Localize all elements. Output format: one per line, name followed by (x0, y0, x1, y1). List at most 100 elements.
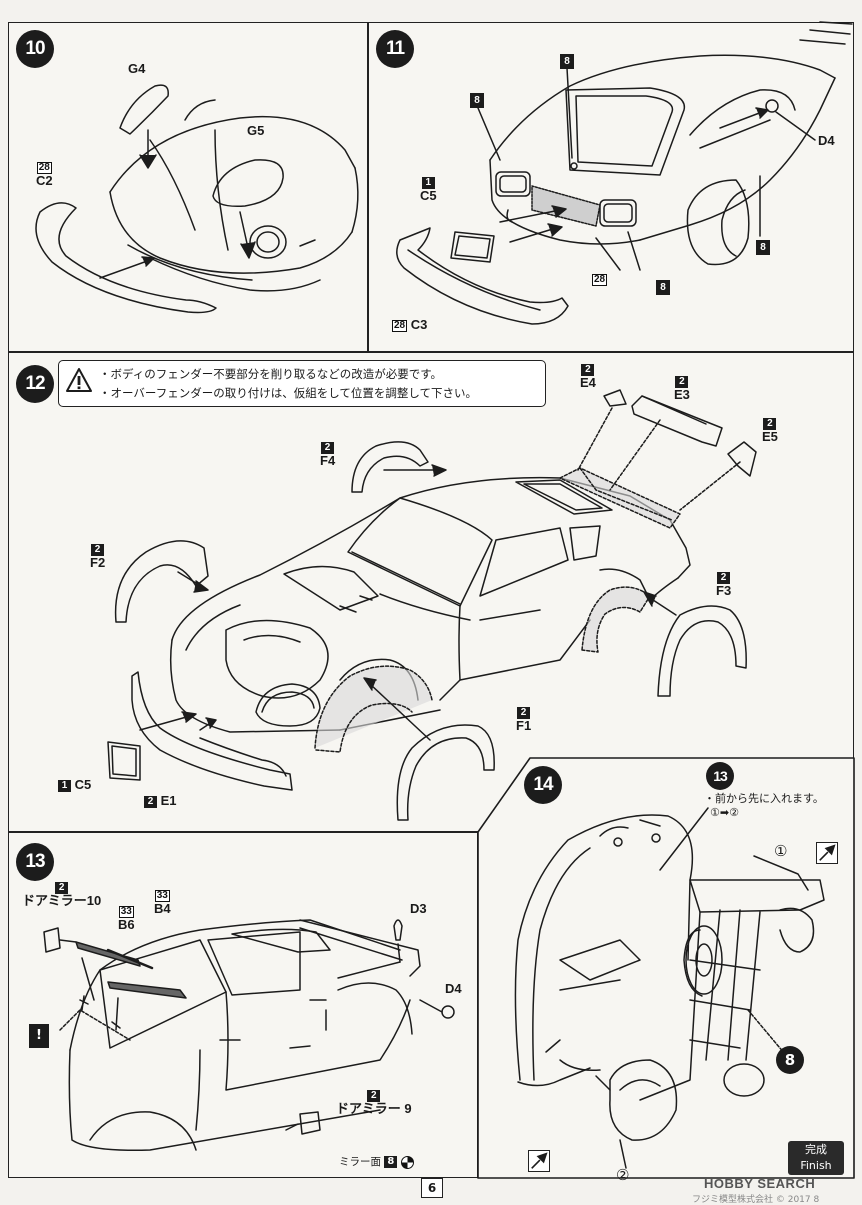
label-c2: 28 C2 (36, 160, 53, 188)
part-name: E5 (762, 429, 778, 444)
part-name: E1 (160, 793, 177, 808)
label-f1: 2 F1 (516, 705, 531, 733)
qty-badge: 2 (321, 441, 335, 454)
qty-badge: 1 (421, 176, 435, 189)
qty-badge: 28 (36, 161, 52, 174)
part-name: F1 (516, 718, 532, 733)
label-c5-step11: 1 C5 (420, 175, 437, 203)
label-e4: 2 E4 (580, 362, 596, 390)
wiper-b6 (75, 941, 141, 967)
label-f3: 2 F3 (716, 570, 731, 598)
page-number: 6 (421, 1178, 443, 1198)
part-name: C5 (74, 777, 92, 792)
part-name: C2 (36, 173, 53, 188)
chrome-finish-icon (400, 1155, 414, 1169)
label-door-mirror-10: 2 ドアミラー10 (22, 880, 101, 908)
cement-icon (528, 1150, 550, 1172)
warning-icon (66, 368, 92, 392)
part-name: C3 (410, 317, 428, 332)
qty-badge: 2 (144, 795, 157, 808)
label-d4-step13: D4 (445, 981, 462, 996)
panel-step-10 (8, 22, 368, 352)
label-e1: 2 E1 (144, 794, 177, 808)
step-12-badge: 12 (16, 365, 54, 403)
step-10-number: 10 (25, 38, 45, 59)
part-name: E3 (674, 387, 690, 402)
step-13-number: 13 (25, 851, 45, 872)
g5-part (212, 159, 284, 208)
part-name: F4 (320, 453, 336, 468)
f4-part (351, 441, 429, 493)
e1-part (131, 671, 293, 791)
part-name: ドアミラー 9 (336, 1101, 412, 1116)
footer-company: フジミ模型株式会社 © 2017 8 (692, 1195, 820, 1205)
label-f4: 2 F4 (320, 440, 335, 468)
label-b4: 33 B4 (154, 888, 171, 916)
qty-badge: 2 (91, 543, 105, 556)
step12-car (169, 476, 691, 733)
part-name: C5 (420, 188, 437, 203)
color-tag-8: 8 (470, 93, 484, 108)
label-g5: G5 (247, 123, 265, 138)
panel-step-13 (8, 832, 478, 1178)
qty-badge: 2 (55, 881, 69, 894)
caution-mark: ! (29, 1024, 49, 1048)
qty-badge: 28 (392, 319, 408, 332)
qty-badge: 33 (154, 889, 170, 902)
step-11-badge: 11 (376, 30, 414, 68)
color-tag-8-circle: 8 (776, 1046, 804, 1074)
qty-badge: 1 (58, 779, 71, 792)
mirror10-part (43, 927, 61, 953)
qty-badge: 2 (367, 1089, 381, 1102)
qty-badge: 8 (384, 1156, 398, 1168)
e5-part (727, 441, 757, 477)
step13-car (68, 919, 421, 1152)
part-name: B4 (154, 901, 171, 916)
color-tag-8: 8 (756, 240, 770, 255)
c2-part (35, 202, 217, 314)
label-d4: D4 (818, 133, 835, 148)
marker-2: ② (616, 1166, 630, 1184)
step-14-number: 14 (533, 774, 553, 795)
qty-badge: 2 (763, 417, 777, 430)
step11-car-rear (489, 21, 853, 266)
finish-badge: 完成 Finish (788, 1141, 844, 1175)
note-line-1: ・ボディのフェンダー不要部分を削り取るなどの改造が必要です。 (99, 367, 443, 381)
qty-badge: 2 (675, 375, 689, 388)
label-c5-step12: 1 C5 (58, 778, 91, 792)
marker-1: ① (774, 842, 788, 860)
step10-car-front (109, 99, 359, 292)
label-b6: 33 B6 (118, 904, 135, 932)
part-name: ドアミラー10 (22, 893, 102, 908)
part-name: B6 (118, 917, 135, 932)
mirror-face-label: ミラー面 (339, 1156, 381, 1168)
mirror-face-note: ミラー面 8 (339, 1154, 414, 1169)
watermark-logo: HOBBY SEARCH (704, 1176, 816, 1191)
c5-part (450, 231, 495, 263)
step-14-badge: 14 (524, 766, 562, 804)
label-c3: 28 C3 (392, 318, 427, 332)
f1-part (396, 724, 495, 821)
finish-en: Finish (800, 1159, 832, 1172)
f2-part (114, 540, 209, 623)
finish-ja: 完成 (805, 1143, 827, 1156)
color-tag-8: 8 (560, 54, 574, 69)
color-tag-8: 8 (656, 280, 670, 295)
qty-badge: 2 (517, 706, 531, 719)
step-13-badge: 13 (16, 843, 54, 881)
qty-badge: 28 (592, 273, 608, 286)
ref-step-13-badge: 13 (706, 762, 734, 790)
part-name: F2 (90, 555, 106, 570)
qty-badge: 2 (581, 363, 595, 376)
e4-part (603, 389, 627, 407)
label-e3: 2 E3 (674, 374, 690, 402)
insert-order: ①➡② (710, 806, 739, 819)
label-tag28: 28 (592, 272, 608, 286)
label-d3: D3 (410, 901, 427, 916)
g4-part (119, 84, 169, 135)
step14-assembly (514, 807, 825, 1169)
e3-part (631, 395, 723, 447)
step-12-number: 12 (25, 373, 45, 394)
